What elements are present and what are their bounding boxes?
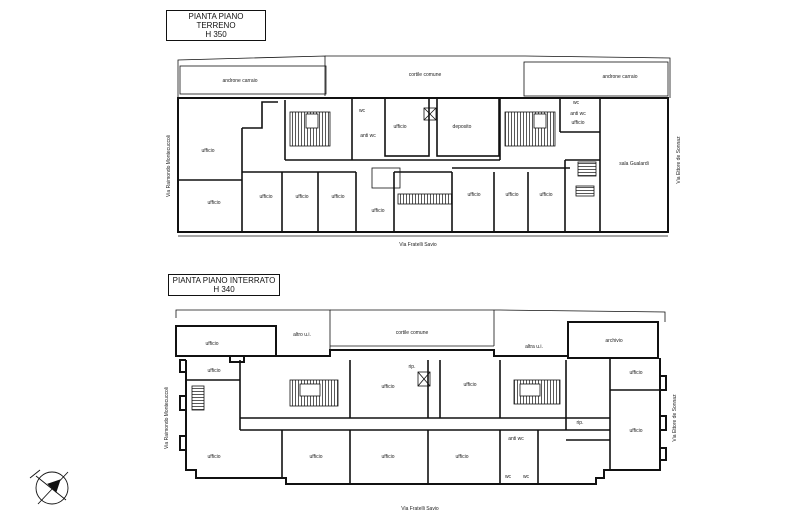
- basement-altro-left-label: altro u.i.: [293, 332, 311, 338]
- basement-ufficio-8-label: ufficio: [456, 454, 469, 460]
- ground-ufficio-1-label: ufficio: [202, 148, 215, 154]
- ground-street-left-label: Via Raimondo Montecuccoli: [166, 135, 172, 197]
- basement-plan: altro u.i. cortile comune altra u.i. arc…: [164, 309, 678, 512]
- basement-inner-walls: [186, 358, 660, 484]
- ground-antiwc-2-label: anti wc: [570, 111, 586, 117]
- ground-stair-left: [289, 111, 331, 147]
- basement-ufficio-6-label: ufficio: [310, 454, 323, 460]
- ground-cortile-label: cortile comune: [409, 72, 442, 78]
- ground-floor-height: H 350: [205, 30, 227, 39]
- ground-street-bottom-label: Via Fratelli Savio: [399, 242, 437, 248]
- ground-inner-walls: [178, 97, 601, 232]
- ground-stair-small: [577, 161, 597, 177]
- ground-ufficio-9-label: ufficio: [506, 192, 519, 198]
- basement-ufficio-5-label: ufficio: [630, 370, 643, 376]
- ground-androne-left-label: androne carraio: [222, 78, 257, 84]
- ground-ufficio-4-label: ufficio: [296, 194, 309, 200]
- ground-floor-title: PIANTA PIANO TERRENO: [188, 12, 244, 30]
- basement-street-left-label: Via Raimondo Montecuccoli: [164, 387, 170, 449]
- ground-lift: [423, 107, 437, 121]
- basement-street-bottom-label: Via Fratelli Savio: [401, 506, 439, 512]
- ground-stair-right: [504, 111, 556, 147]
- basement-ufficio-4-label: ufficio: [464, 382, 477, 388]
- ground-stair-bottom: [397, 193, 453, 205]
- ground-stair-left-landing: [305, 113, 319, 129]
- basement-stair-left-landing: [299, 383, 321, 397]
- ground-antiwc-1-label: anti wc: [360, 133, 376, 139]
- basement-street-right-label: Via Ettore de Sonnaz: [672, 394, 678, 442]
- basement-lift: [417, 371, 431, 387]
- basement-wc-1-label: wc: [505, 474, 512, 480]
- basement-altro-right-label: altra u.i.: [525, 344, 543, 350]
- ground-ufficio-5-label: ufficio: [332, 194, 345, 200]
- basement-antiwc-label: anti wc: [508, 436, 524, 442]
- basement-ripo-2-label: rip.: [577, 420, 584, 426]
- basement-building-outline: [175, 321, 667, 485]
- basement-ufficio-9-label: ufficio: [208, 454, 221, 460]
- ground-ufficio-8-label: ufficio: [468, 192, 481, 198]
- ground-lot-boundary: [177, 55, 671, 100]
- basement-title: PIANTA PIANO INTERRATO: [172, 276, 276, 285]
- ground-androne-right: [523, 61, 669, 97]
- ground-floor-title-box: PIANTA PIANO TERRENO H 350: [166, 10, 266, 41]
- ground-ufficio-10-label: ufficio: [540, 192, 553, 198]
- ground-corridor-box: [371, 167, 401, 189]
- basement-wc-2-label: wc: [523, 474, 530, 480]
- basement-ufficio-2-label: ufficio: [208, 368, 221, 374]
- north-arrow-icon: [29, 469, 69, 505]
- ground-androne-right-label: androne carraio: [602, 74, 637, 80]
- ground-sala-label: sala Gualardi: [619, 161, 648, 167]
- ground-ufficio-2-label: ufficio: [208, 200, 221, 206]
- basement-archivio-label: archivio: [605, 338, 622, 344]
- basement-height: H 340: [213, 285, 235, 294]
- ground-androne-left: [179, 65, 327, 95]
- basement-ufficio-10-label: ufficio: [630, 428, 643, 434]
- ground-ufficio-11-label: ufficio: [572, 120, 585, 126]
- ground-floor-plan: androne carraio cortile comune androne c…: [166, 55, 682, 248]
- basement-stair-right-landing: [519, 383, 541, 397]
- ground-street-right-label: Via Ettore de Sonnaz: [676, 136, 682, 184]
- basement-title-box: PIANTA PIANO INTERRATO H 340: [168, 274, 280, 296]
- basement-ufficio-1-label: ufficio: [206, 341, 219, 347]
- ground-deposito-label: deposito: [453, 124, 472, 130]
- ground-stair-small-2: [575, 185, 595, 197]
- basement-ufficio-3-label: ufficio: [382, 384, 395, 390]
- ground-ufficio-6-label: ufficio: [372, 208, 385, 214]
- basement-ufficio-7-label: ufficio: [382, 454, 395, 460]
- basement-stair-left-small: [191, 385, 205, 411]
- basement-lot-boundary: [175, 309, 666, 350]
- ground-wc-2-label: wc: [573, 100, 580, 106]
- ground-ufficio-7-label: ufficio: [394, 124, 407, 130]
- ground-wc-1-label: wc: [359, 108, 366, 114]
- basement-cortile-label: cortile comune: [396, 330, 429, 336]
- basement-ripo-1-label: rip.: [409, 364, 416, 370]
- ground-stair-right-landing: [533, 113, 547, 129]
- ground-ufficio-3-label: ufficio: [260, 194, 273, 200]
